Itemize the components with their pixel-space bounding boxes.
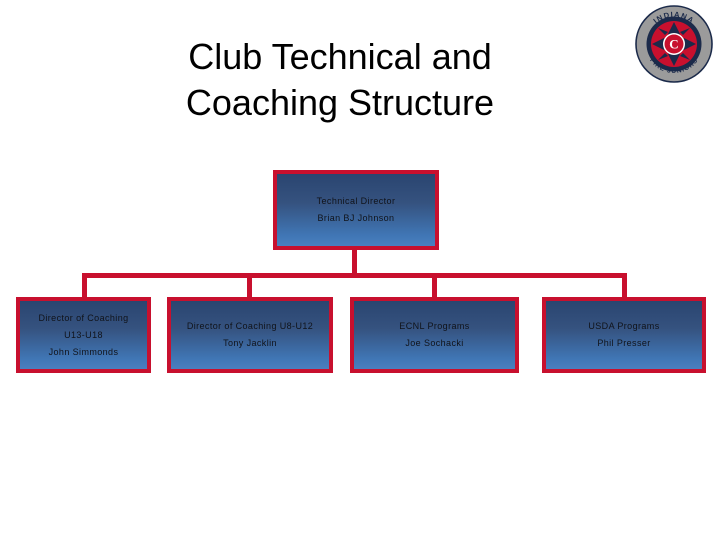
connector-drop-3 (432, 273, 437, 299)
org-node-director-of-coaching-u13-u18[interactable]: Director of Coaching U13-U18 John Simmon… (16, 297, 151, 373)
connector-drop-4 (622, 273, 627, 299)
org-node-title: USDA Programs (588, 321, 660, 331)
org-node-person: Brian BJ Johnson (317, 213, 395, 223)
connector-drop-2 (247, 273, 252, 299)
org-node-director-of-coaching-u8-u12[interactable]: Director of Coaching U8-U12 Tony Jacklin (167, 297, 333, 373)
svg-text:C: C (669, 37, 678, 52)
org-node-person: Phil Presser (597, 338, 651, 348)
org-node-ecnl-programs[interactable]: ECNL Programs Joe Sochacki (350, 297, 519, 373)
org-node-title: Director of Coaching (38, 312, 129, 323)
org-node-title: Technical Director (316, 196, 396, 206)
org-node-title: Director of Coaching U8-U12 (186, 321, 314, 331)
org-node-technical-director[interactable]: Technical Director Brian BJ Johnson (273, 170, 439, 250)
org-node-person: Tony Jacklin (223, 338, 277, 348)
page-title: Club Technical and Coaching Structure (185, 36, 495, 123)
org-node-title: ECNL Programs (399, 321, 470, 331)
connector-drop-1 (82, 273, 87, 299)
indiana-fire-juniors-crest-icon: C INDIANA FIRE JUNIORS (634, 4, 714, 84)
org-node-person: John Simmonds (48, 346, 119, 357)
connector-root-drop (352, 249, 357, 276)
org-node-age-range: U13-U18 (64, 329, 103, 340)
connector-horizontal-bus (82, 273, 627, 278)
org-node-person: Joe Sochacki (405, 338, 464, 348)
org-node-usda-programs[interactable]: USDA Programs Phil Presser (542, 297, 706, 373)
